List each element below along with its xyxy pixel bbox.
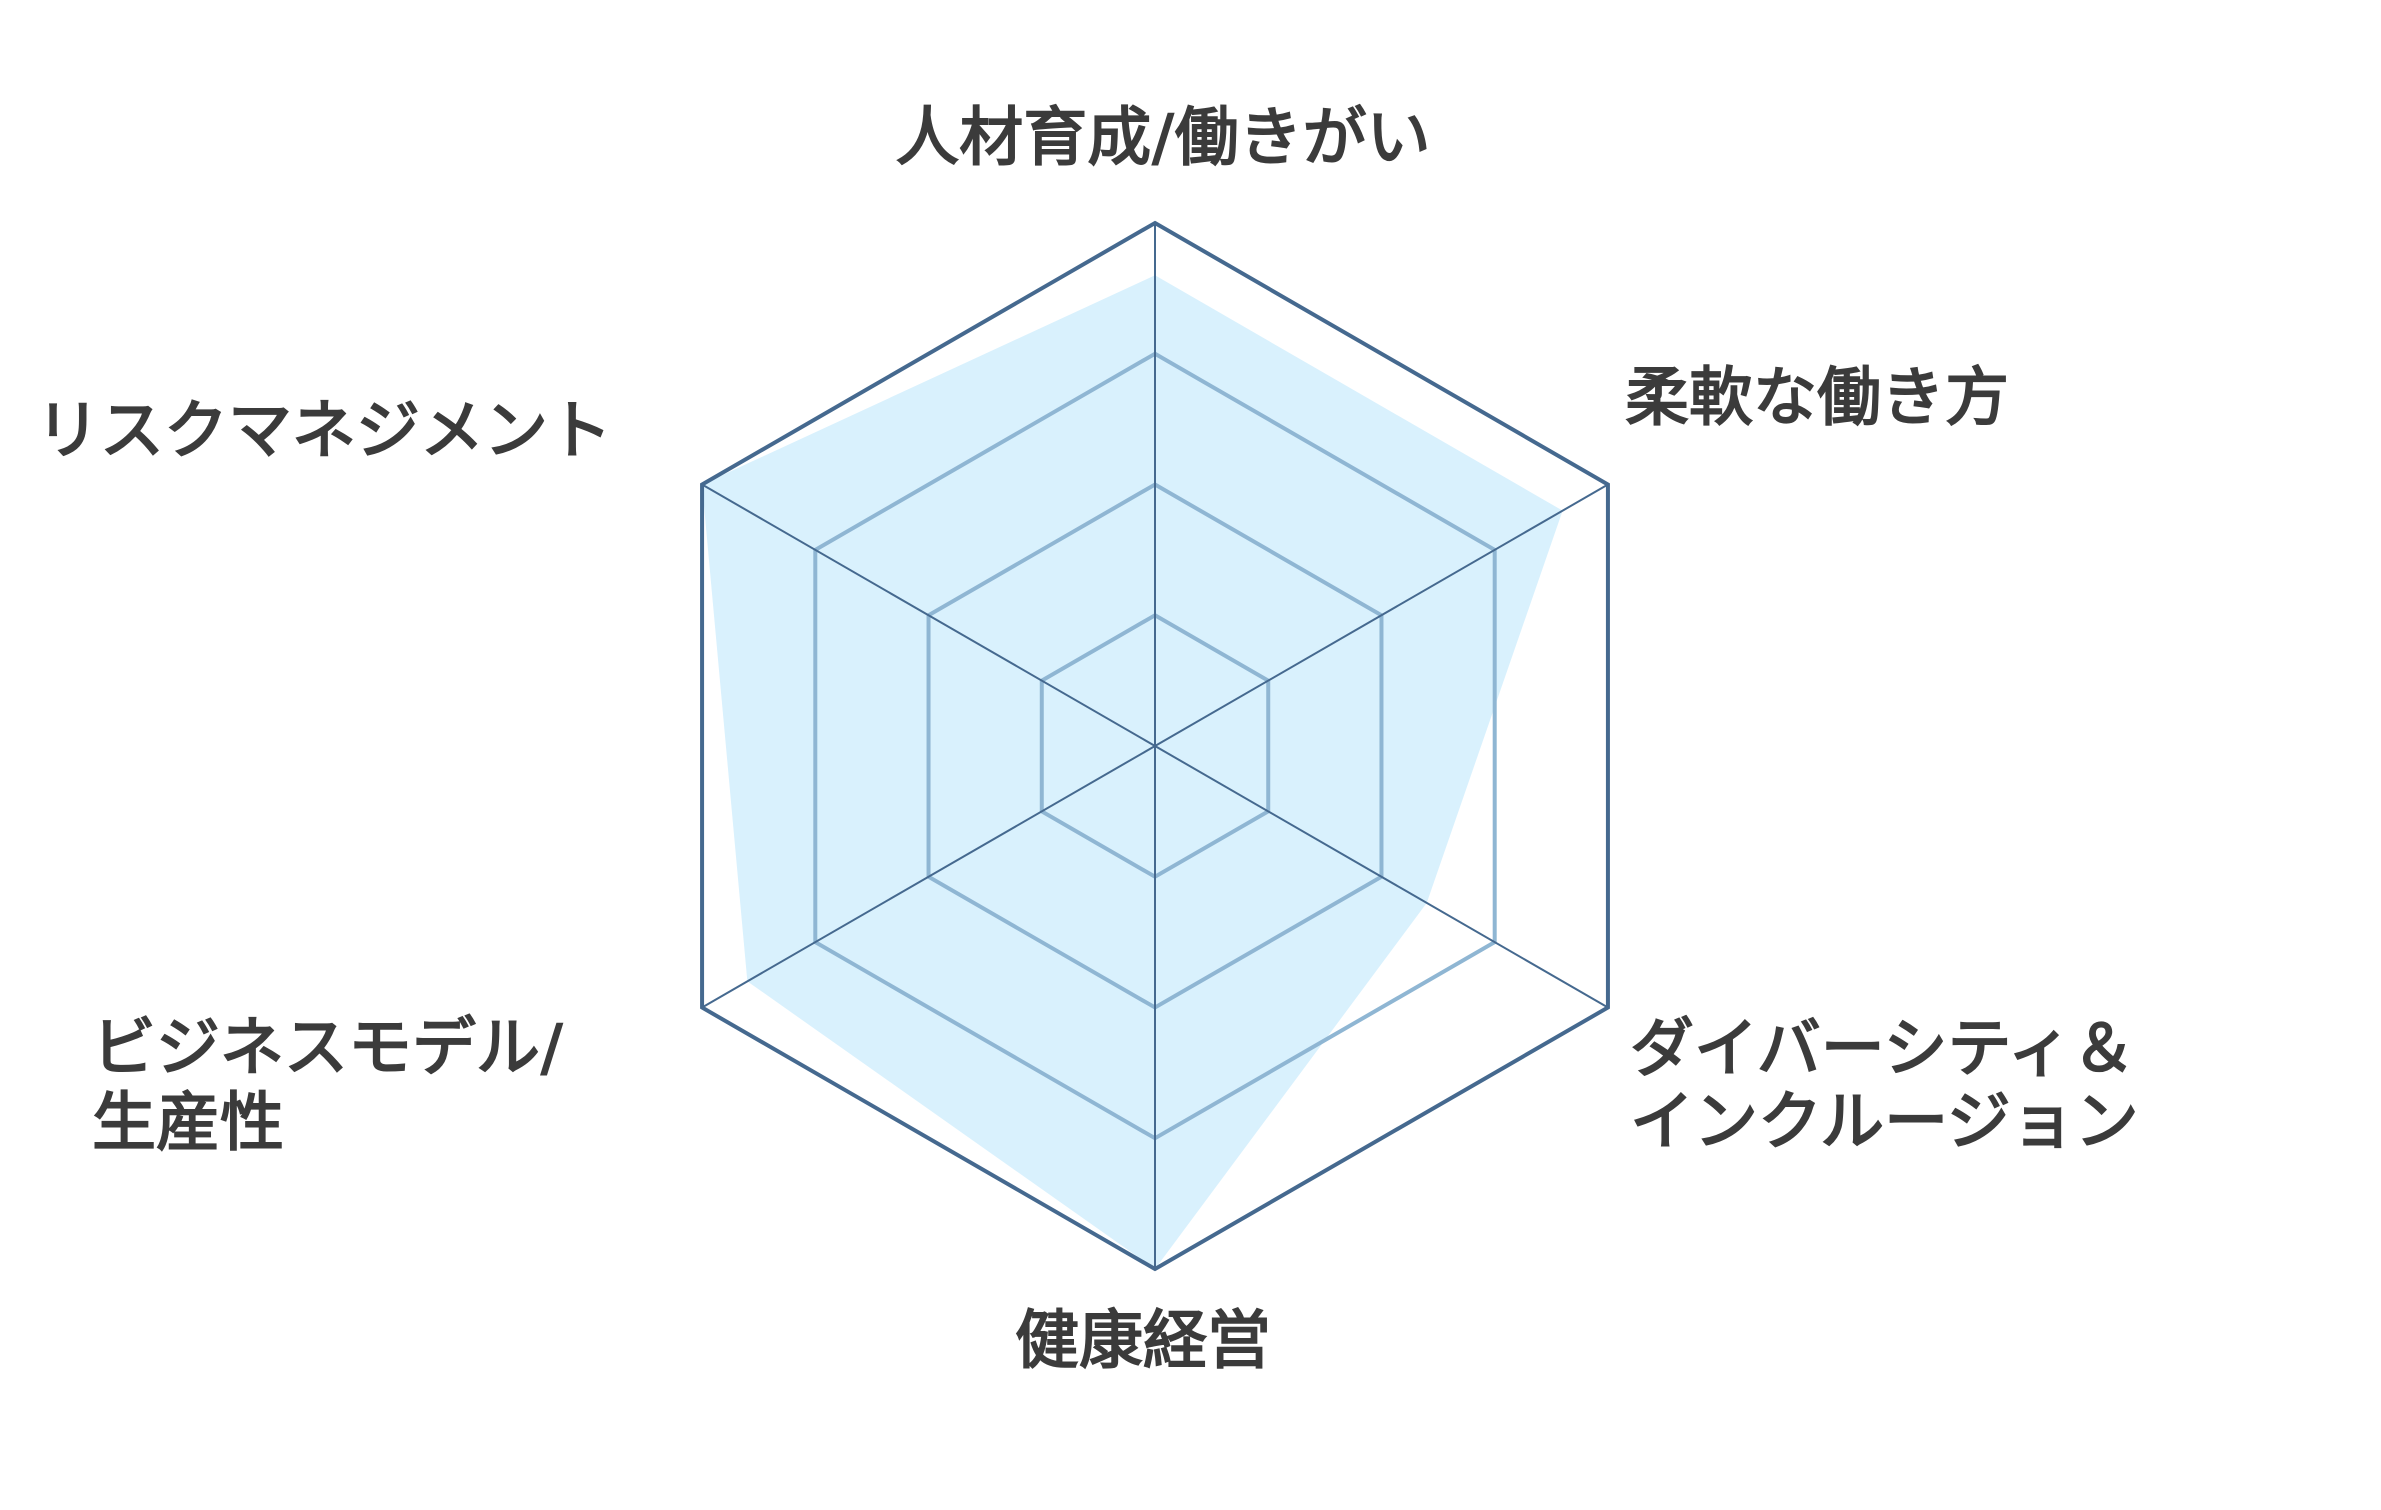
spoke-1	[1154, 483, 1609, 747]
axis-label-2-line2: インクルージョン	[1630, 1086, 2139, 1160]
spoke-2	[1154, 745, 1609, 1009]
data-area-score	[702, 275, 1563, 1269]
axis-labels: 人材育成/働きがい 柔軟な働き方 ダイバーシティ＆ インクルージョン 健康経営 …	[36, 102, 2139, 1379]
radar-outer	[700, 220, 1610, 1272]
axis-label-2-line1: ダイバーシティ＆	[1630, 1013, 2136, 1087]
grid-ring-outer	[700, 220, 1610, 1272]
spoke-5	[701, 483, 1156, 747]
axis-label-3: 健康経営	[1015, 1305, 1271, 1379]
axis-label-4-line1: ビジネスモデル/	[92, 1012, 564, 1086]
axis-label-0: 人材育成/働きがい	[895, 102, 1430, 176]
radar-data	[702, 275, 1563, 1269]
radar-spokes	[701, 223, 1609, 1269]
spoke-4	[701, 745, 1156, 1009]
axis-label-5: リスクマネジメント	[36, 395, 612, 469]
axis-label-1: 柔軟な働き方	[1625, 362, 2009, 436]
axis-label-4-line2: 生産性	[92, 1087, 284, 1161]
